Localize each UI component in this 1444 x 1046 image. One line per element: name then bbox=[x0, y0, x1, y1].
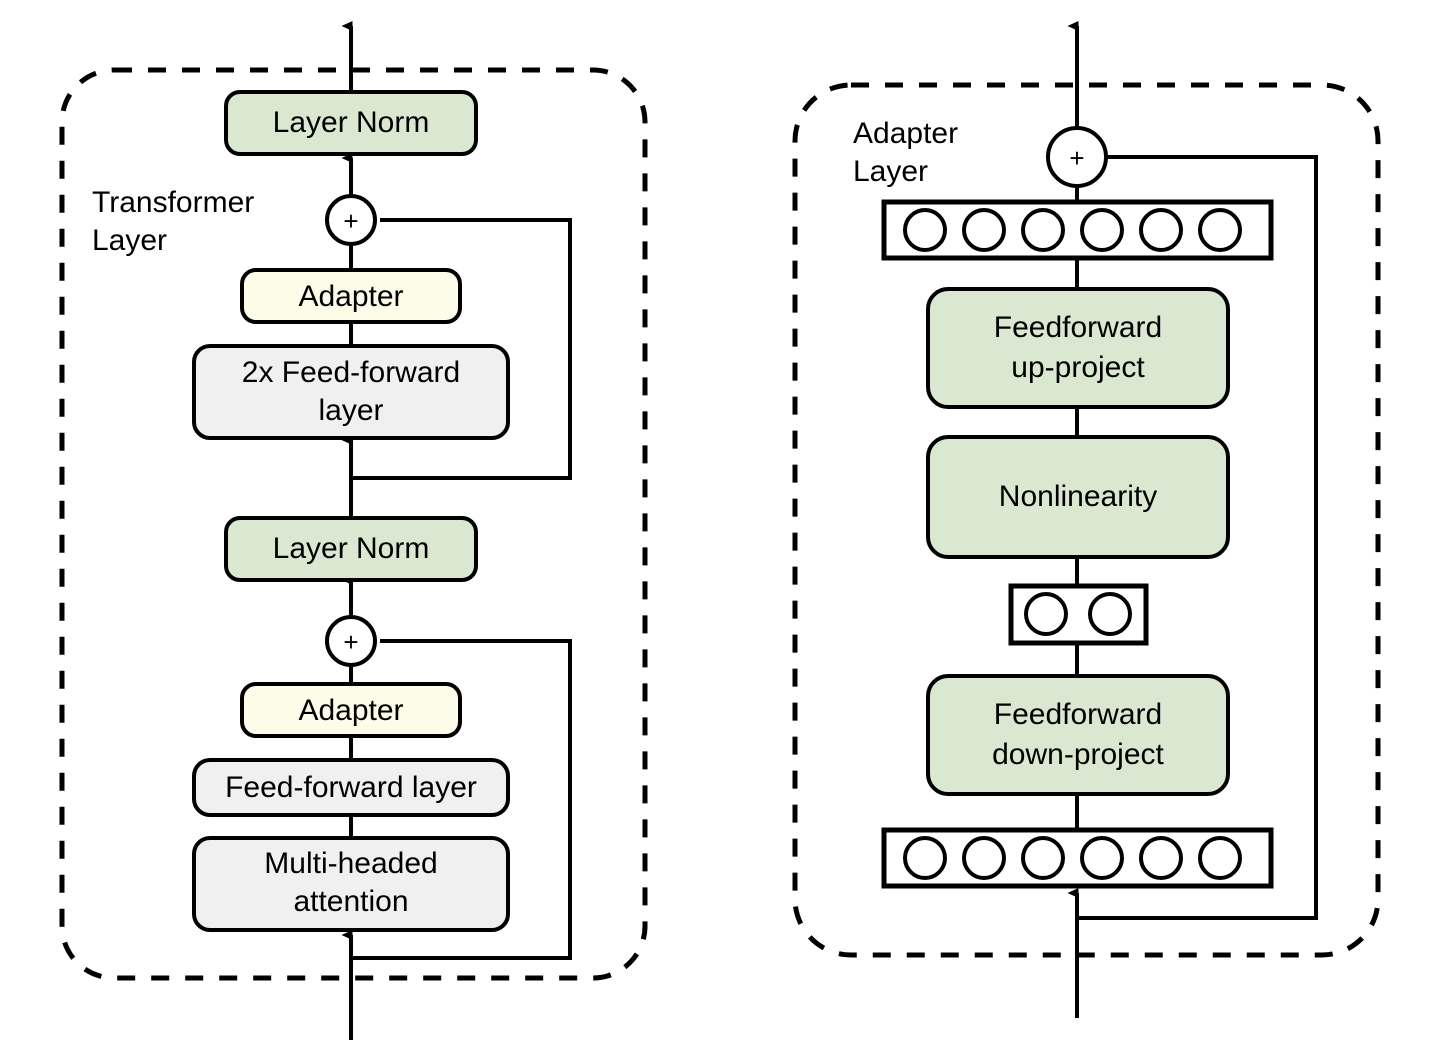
unit-circle-top-1 bbox=[903, 208, 947, 252]
unit-circle-bottom-4 bbox=[1080, 836, 1124, 880]
transformer-layer-label-line2: Layer bbox=[92, 224, 167, 257]
unit-circle-bottom-1 bbox=[903, 836, 947, 880]
transformer-layer-panel bbox=[59, 67, 648, 981]
box-adapter-top-label: Adapter bbox=[298, 280, 403, 313]
box-layer-norm-top-label: Layer Norm bbox=[273, 106, 430, 139]
box-2x-feed-forward-layer-label-line1: 2x Feed-forward bbox=[242, 356, 460, 389]
adapter-layer-label-line2: Layer bbox=[853, 155, 928, 188]
box-feed-forward-layer-label: Feed-forward layer bbox=[225, 771, 477, 804]
unit-circle-top-3 bbox=[1021, 208, 1065, 252]
box-layer-norm-mid-label: Layer Norm bbox=[273, 532, 430, 565]
unit-circle-bottom-2 bbox=[962, 836, 1006, 880]
box-feedforward-down-project[interactable] bbox=[926, 674, 1230, 796]
box-nonlinearity-label: Nonlinearity bbox=[999, 480, 1157, 513]
box-multi-headed-attention-label-line2: attention bbox=[293, 885, 408, 918]
transformer-layer-label-line1: Transformer bbox=[92, 186, 254, 219]
unit-circle-bottom-3 bbox=[1021, 836, 1065, 880]
unit-circle-top-5 bbox=[1139, 208, 1183, 252]
box-feedforward-up-project-label-line2: up-project bbox=[1011, 351, 1145, 384]
box-2x-feed-forward-layer-label-line2: layer bbox=[318, 394, 383, 427]
adapter-layer-panel bbox=[792, 82, 1381, 958]
box-multi-headed-attention-label-line1: Multi-headed bbox=[264, 847, 437, 880]
add-node-top-label: + bbox=[343, 206, 358, 236]
box-feedforward-up-project[interactable] bbox=[926, 287, 1230, 409]
add-node-adapter-label: + bbox=[1069, 143, 1084, 173]
add-node-bottom-label: + bbox=[343, 627, 358, 657]
left-skip-bottom bbox=[351, 639, 572, 960]
unit-circle-top-4 bbox=[1080, 208, 1124, 252]
unit-circle-bottleneck-1 bbox=[1024, 592, 1068, 636]
right-skip-connection bbox=[1077, 155, 1318, 920]
unit-circle-top-6 bbox=[1198, 208, 1242, 252]
left-skip-top bbox=[351, 218, 572, 480]
unit-circle-bottom-6 bbox=[1198, 836, 1242, 880]
unit-circle-top-2 bbox=[962, 208, 1006, 252]
box-feedforward-down-project-label-line1: Feedforward bbox=[994, 698, 1162, 731]
unit-row-top bbox=[881, 199, 1274, 261]
unit-circle-bottom-5 bbox=[1139, 836, 1183, 880]
box-adapter-bottom-label: Adapter bbox=[298, 694, 403, 727]
box-feedforward-up-project-label-line1: Feedforward bbox=[994, 311, 1162, 344]
unit-circle-bottleneck-2 bbox=[1088, 592, 1132, 636]
box-feedforward-down-project-label-line2: down-project bbox=[992, 738, 1164, 771]
adapter-layer-label-line1: Adapter bbox=[853, 117, 958, 150]
